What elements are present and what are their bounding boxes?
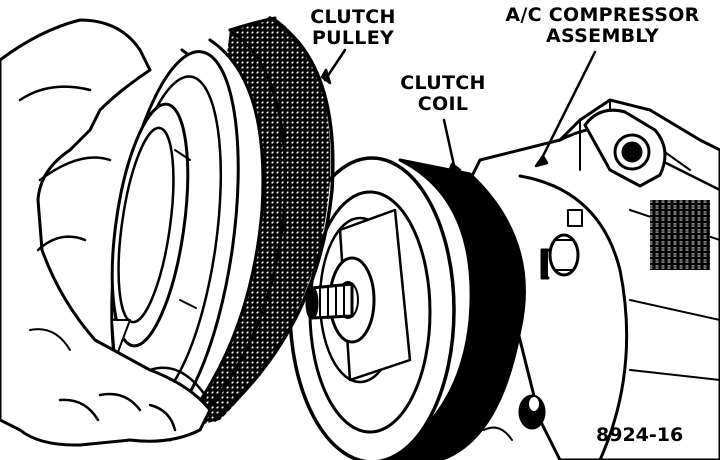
clutch-coil	[288, 156, 526, 460]
label-clutch-coil: CLUTCH COIL	[393, 73, 493, 115]
label-line: COIL	[417, 93, 469, 115]
compressor-housing	[468, 98, 720, 460]
label-compressor-assembly: A/C COMPRESSOR ASSEMBLY	[500, 5, 705, 47]
label-line: CLUTCH	[400, 72, 486, 94]
compressor-mounting-ear	[583, 108, 667, 188]
compressor-shaft	[305, 282, 354, 320]
label-line: CLUTCH	[310, 6, 396, 28]
leader-clutch-coil	[442, 118, 457, 172]
figure-number: 8924-16	[596, 424, 684, 446]
label-line: ASSEMBLY	[546, 25, 659, 47]
technician-hand	[0, 18, 212, 447]
compressor-fittings	[483, 209, 583, 441]
leader-compressor-assembly	[538, 50, 597, 164]
label-line: PULLEY	[311, 27, 395, 49]
label-clutch-pulley: CLUTCH PULLEY	[303, 7, 403, 49]
leader-lines	[320, 48, 597, 174]
label-line: A/C COMPRESSOR	[505, 4, 700, 26]
clutch-pulley	[110, 16, 335, 442]
